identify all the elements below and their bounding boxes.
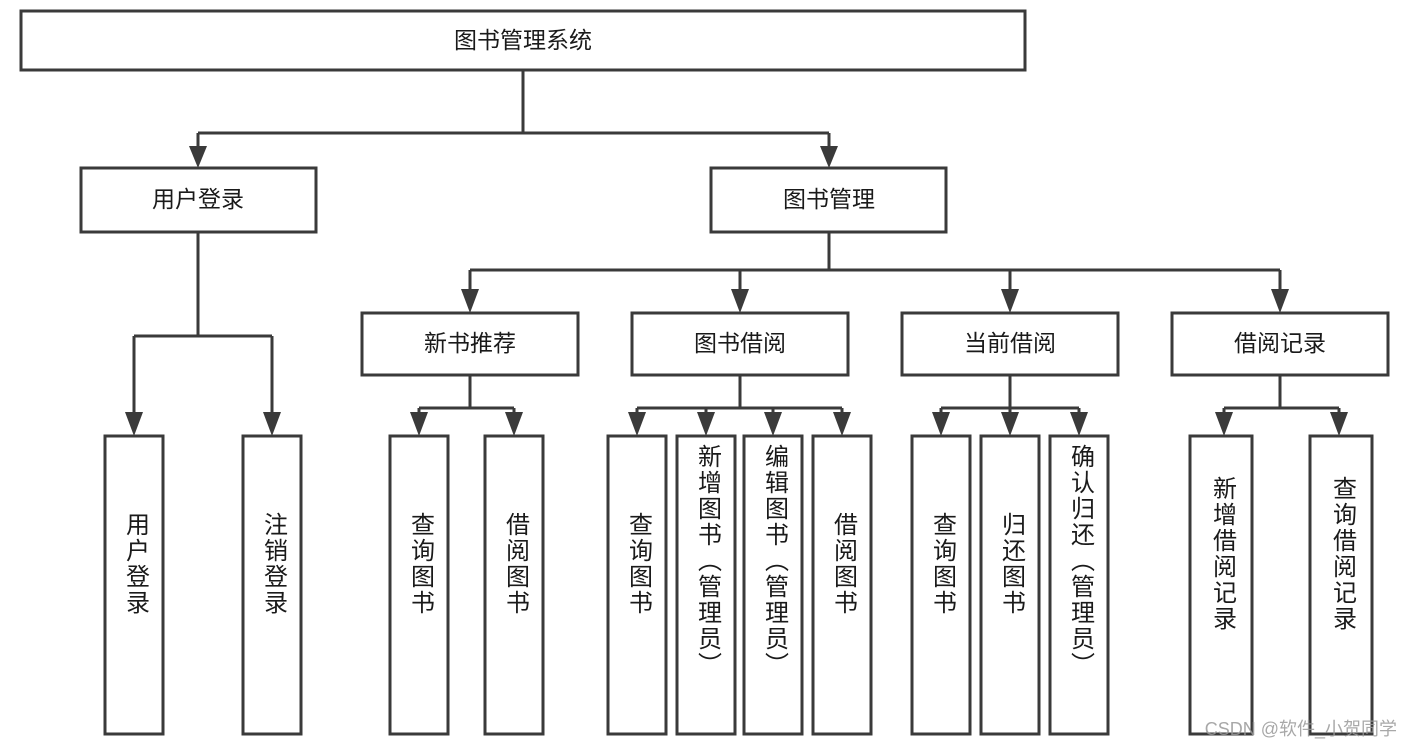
- arrow-to-book-management: [820, 146, 838, 168]
- arrow-to-leaf-logout: [263, 412, 281, 436]
- leaf-box-current-return-book[interactable]: [979, 434, 1041, 736]
- leaf-box-recommend-query-book[interactable]: [388, 434, 450, 736]
- leaf-box-logout[interactable]: [241, 434, 303, 736]
- leaf-box-user-login[interactable]: [103, 434, 165, 736]
- node-user-login[interactable]: 用户登录: [79, 166, 318, 234]
- node-user-login-box[interactable]: [79, 166, 318, 234]
- node-borrow-record-box[interactable]: [1170, 311, 1390, 377]
- leaf-box-current-query-book[interactable]: [910, 434, 972, 736]
- leaf-box-borrow-edit-book[interactable]: [742, 434, 804, 736]
- node-current-borrow[interactable]: 当前借阅: [900, 311, 1120, 377]
- node-book-borrow-box[interactable]: [630, 311, 850, 377]
- leaf-box-current-confirm-return[interactable]: [1048, 434, 1110, 736]
- arrow-to-borrow-leaf-1: [628, 412, 646, 436]
- node-new-book-recommend-box[interactable]: [360, 311, 580, 377]
- node-borrow-record-label: 借阅记录: [1234, 330, 1326, 356]
- leaf-box-record-add[interactable]: [1188, 434, 1254, 736]
- node-new-book-recommend-label: 新书推荐: [424, 330, 516, 356]
- arrow-to-record-leaf-1: [1215, 412, 1233, 436]
- arrow-to-current-leaf-2: [1001, 412, 1019, 436]
- node-book-management-label: 图书管理: [783, 186, 875, 212]
- node-book-borrow-label: 图书借阅: [694, 330, 786, 356]
- node-borrow-record[interactable]: 借阅记录: [1170, 311, 1390, 377]
- leaf-box-recommend-borrow-book[interactable]: [483, 434, 545, 736]
- node-new-book-recommend[interactable]: 新书推荐: [360, 311, 580, 377]
- arrow-to-recommend-leaf-1: [410, 412, 428, 436]
- nodes-layer: 图书管理系统 用户登录 图书管理 新书推荐 图书借阅 当前: [19, 9, 1390, 736]
- arrow-to-current-leaf-1: [932, 412, 950, 436]
- leaf-box-borrow-query-book[interactable]: [606, 434, 668, 736]
- arrow-to-borrow-record: [1271, 289, 1289, 313]
- arrow-to-current-leaf-3: [1070, 412, 1088, 436]
- leaf-box-record-query[interactable]: [1308, 434, 1374, 736]
- arrow-to-borrow-leaf-3: [764, 412, 782, 436]
- arrow-to-leaf-user-login: [125, 412, 143, 436]
- node-user-login-label: 用户登录: [152, 186, 244, 212]
- node-book-management-box[interactable]: [709, 166, 948, 234]
- arrow-to-record-leaf-2: [1330, 412, 1348, 436]
- leaf-box-borrow-borrow-book[interactable]: [811, 434, 873, 736]
- arrow-to-new-book-recommend: [461, 289, 479, 313]
- leaf-box-borrow-add-book[interactable]: [675, 434, 737, 736]
- node-root-system-box[interactable]: [19, 9, 1027, 72]
- arrow-to-recommend-leaf-2: [505, 412, 523, 436]
- arrow-to-borrow-leaf-2: [697, 412, 715, 436]
- node-root-system-label: 图书管理系统: [454, 27, 592, 53]
- arrow-to-current-borrow: [1001, 289, 1019, 313]
- connectors-layer: [125, 70, 1348, 436]
- arrow-to-book-borrow: [731, 289, 749, 313]
- node-root-system[interactable]: 图书管理系统: [19, 9, 1027, 72]
- node-current-borrow-box[interactable]: [900, 311, 1120, 377]
- node-current-borrow-label: 当前借阅: [964, 330, 1056, 356]
- arrow-to-user-login: [189, 146, 207, 168]
- node-book-management[interactable]: 图书管理: [709, 166, 948, 234]
- arrow-to-borrow-leaf-4: [833, 412, 851, 436]
- node-book-borrow[interactable]: 图书借阅: [630, 311, 850, 377]
